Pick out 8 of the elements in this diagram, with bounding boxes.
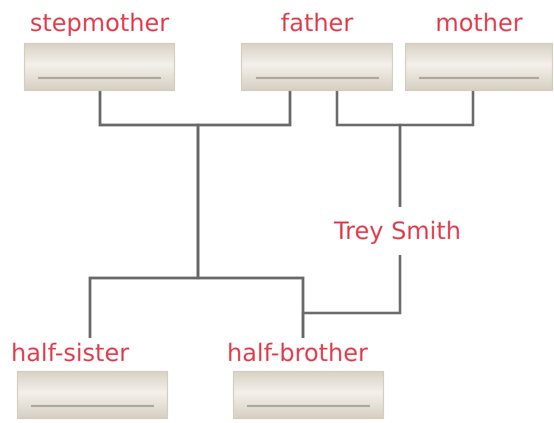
handwritten-label: father: [280, 8, 354, 38]
handwritten-label: half-sister: [11, 338, 130, 369]
connector-line: [398, 91, 474, 207]
handwritten-label: half-brother: [227, 338, 368, 369]
handwritten-label: mother: [435, 8, 523, 38]
handwritten-label: Trey Smith: [334, 216, 461, 246]
handwritten-label: stepmother: [30, 8, 170, 38]
connector-line: [302, 255, 402, 338]
